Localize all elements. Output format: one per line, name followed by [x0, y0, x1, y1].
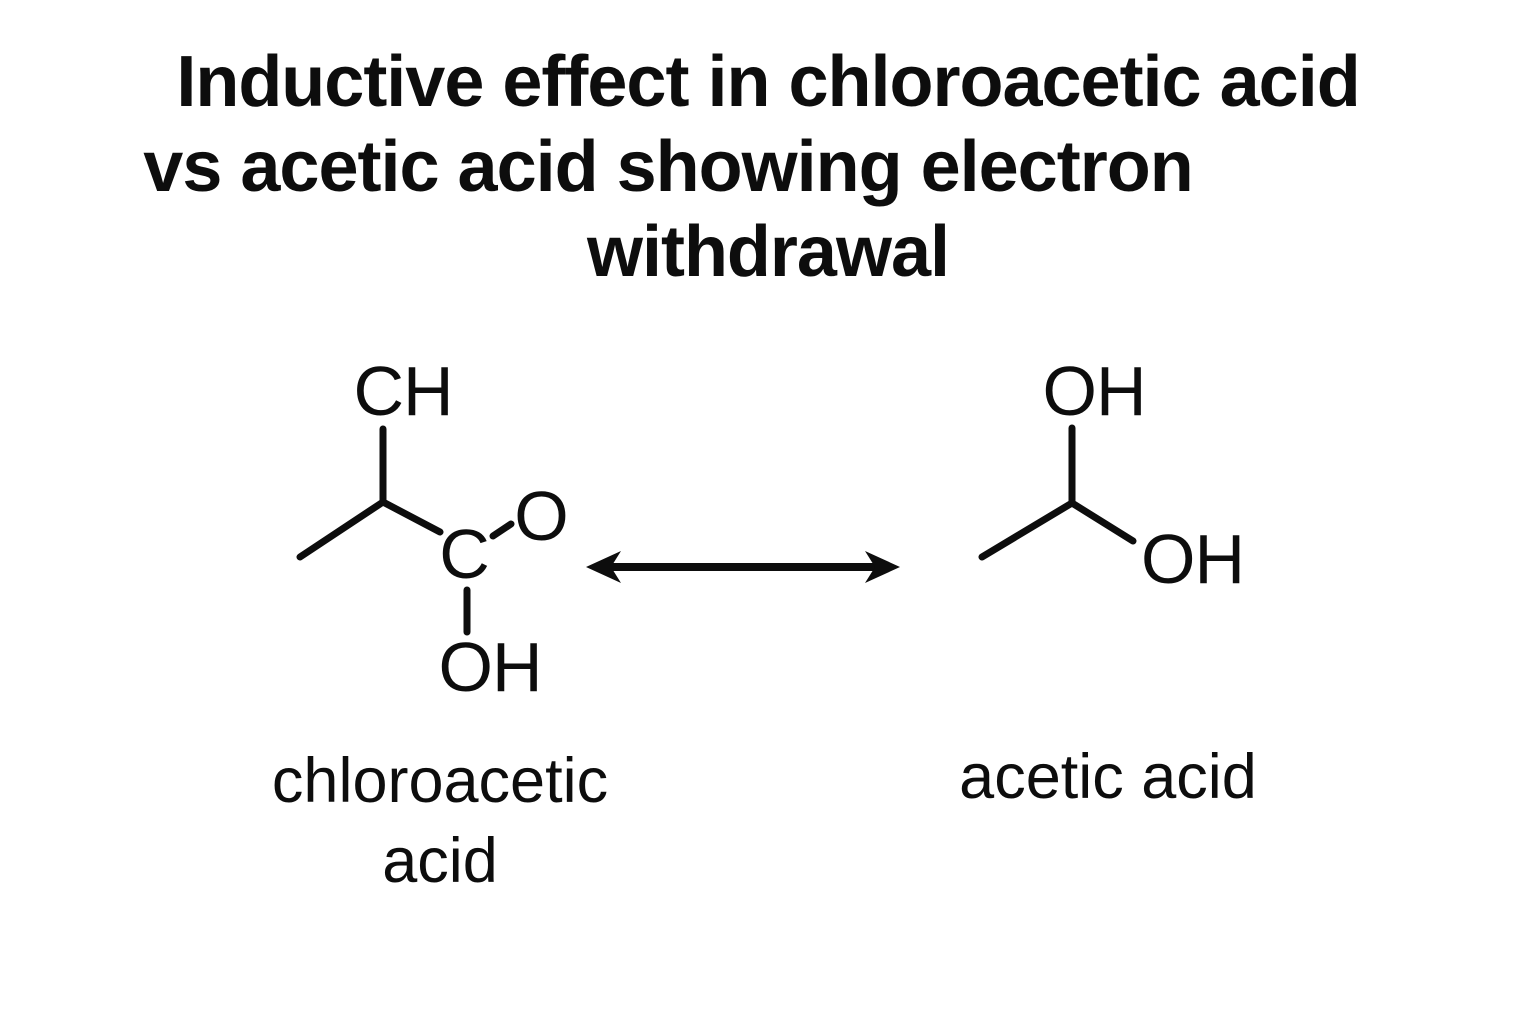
atom-label-carboxyl-c: C: [439, 515, 489, 593]
bond-c-to-carbonyl-o: [489, 520, 515, 540]
title-line-2: vs acetic acid showing electron: [143, 127, 1193, 207]
bond-methyl-left: [296, 498, 387, 561]
atom-label-ch: CH: [353, 352, 452, 430]
bond-vertex-to-carboxyl: [379, 498, 444, 536]
arrow-head-right: [865, 551, 900, 583]
molecule-chloroacetic-acid: CH C O OH: [296, 352, 569, 706]
label-chloroacetic-line-1: chloroacetic: [271, 746, 609, 816]
atom-label-side-oh: OH: [1141, 520, 1244, 598]
atom-label-top-oh: OH: [1043, 352, 1146, 430]
arrow-head-left: [586, 551, 621, 583]
label-chloroacetic-line-2: acid: [382, 826, 498, 896]
bond-methyl-left: [978, 499, 1076, 561]
atom-label-carbonyl-o: O: [514, 477, 567, 555]
diagram-title: Inductive effect in chloroacetic acid vs…: [0, 40, 1536, 295]
title-line-3: withdrawal: [586, 212, 950, 292]
molecule-acetic-acid: OH OH: [978, 352, 1245, 598]
label-chloroacetic-acid: chloroacetic acid: [190, 741, 690, 901]
bond-vertex-to-oh: [1068, 499, 1137, 545]
atom-label-hydroxyl-oh: OH: [439, 628, 542, 706]
title-line-1: Inductive effect in chloroacetic acid: [176, 42, 1360, 122]
label-acetic-acid: acetic acid: [959, 742, 1257, 812]
double-arrow-icon: [586, 551, 900, 583]
